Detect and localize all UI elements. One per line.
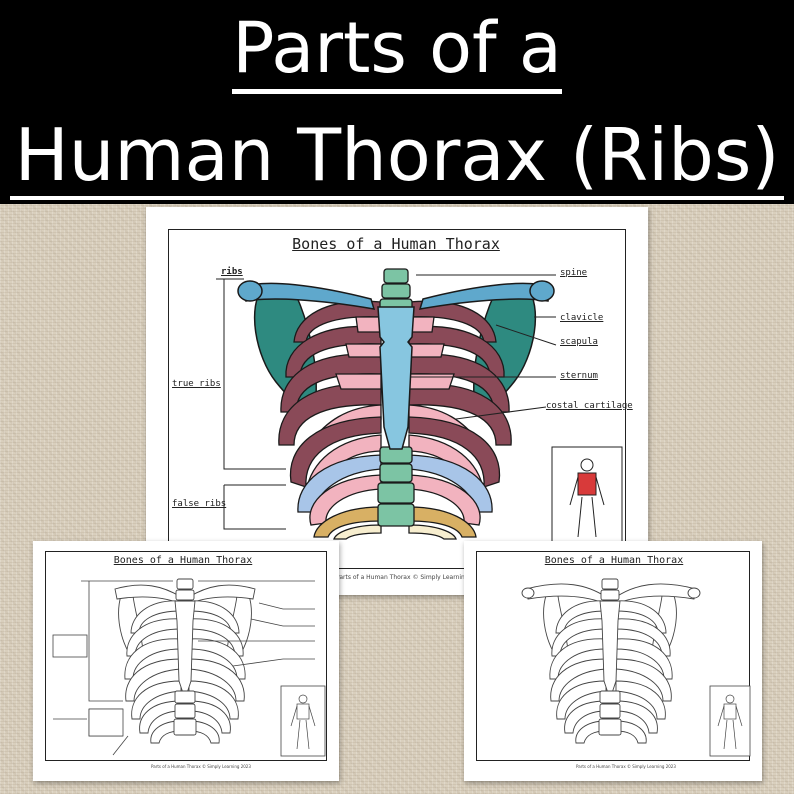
- label-true-ribs: true ribs: [172, 379, 221, 389]
- label-false-ribs: false ribs: [172, 499, 226, 509]
- sheet-footer: Parts of a Human Thorax © Simply Learnin…: [576, 764, 676, 769]
- title-banner: Parts of a Human Thorax (Ribs): [0, 0, 794, 204]
- banner-underline: [10, 196, 784, 200]
- labeling-worksheet: Bones of a Human Thorax: [33, 541, 339, 781]
- banner-title-line1: Parts of a: [0, 6, 794, 90]
- label-costal-cartilage: costal cartilage: [546, 401, 633, 411]
- blank-outline-worksheet: Bones of a Human Thorax: [464, 541, 762, 781]
- label-clavicle: clavicle: [560, 313, 603, 323]
- label-ribs: ribs: [221, 267, 243, 277]
- label-scapula: scapula: [560, 337, 598, 347]
- thorax-outline-diagram-labeled: [33, 541, 339, 781]
- label-sternum: sternum: [560, 371, 598, 381]
- label-spine: spine: [560, 268, 587, 278]
- thorax-outline-diagram-blank: [464, 541, 762, 781]
- banner-title-line1-text: Parts of a: [232, 7, 562, 94]
- sheet-footer: Parts of a Human Thorax © Simply Learnin…: [151, 764, 251, 769]
- colored-diagram-sheet: Bones of a Human Thorax: [146, 207, 648, 595]
- banner-title-line2: Human Thorax (Ribs): [0, 112, 794, 198]
